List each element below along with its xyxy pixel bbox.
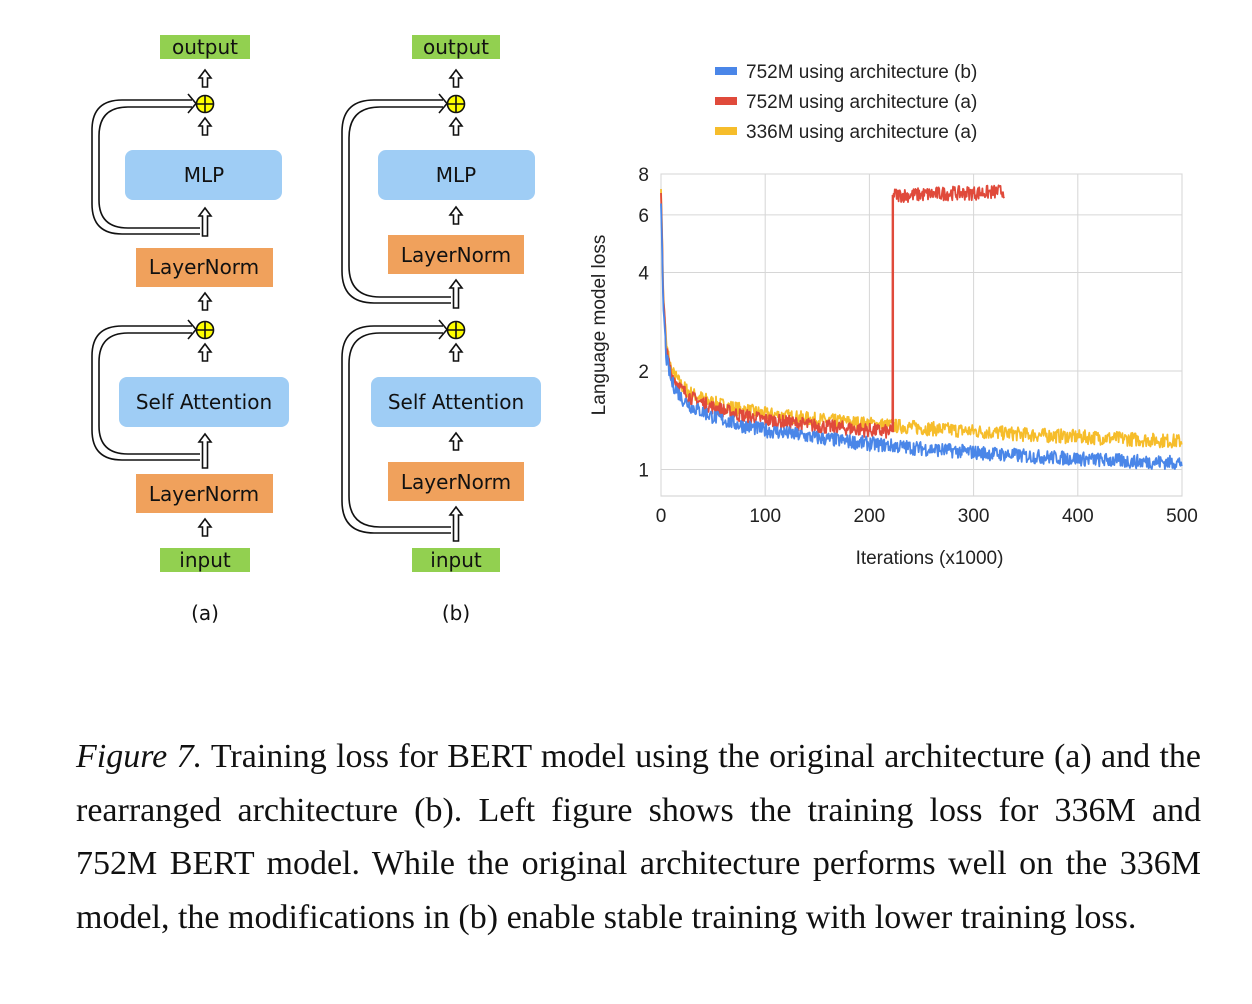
self-attention-label: Self Attention xyxy=(388,390,524,414)
diagram-a: output MLP LayerNorm Self Attention Laye… xyxy=(91,35,289,625)
legend-entry: 336M using architecture (a) xyxy=(746,122,977,143)
x-tick-label: 0 xyxy=(656,506,667,527)
layernorm-top-label: LayerNorm xyxy=(149,255,259,279)
series-line xyxy=(660,203,1183,470)
self-attention-block xyxy=(119,377,289,427)
layernorm-top-label: LayerNorm xyxy=(401,243,511,267)
chart-ticks: 0 100 200 300 400 500 1 2 4 6 8 xyxy=(638,165,1197,527)
up-arrow-icon xyxy=(197,68,213,537)
self-attention-label: Self Attention xyxy=(136,390,272,414)
input-block xyxy=(160,548,250,572)
layernorm-top-block xyxy=(136,248,273,287)
layernorm-bottom-label: LayerNorm xyxy=(401,470,511,494)
legend-swatch xyxy=(715,97,737,105)
y-tick-label: 1 xyxy=(638,461,649,482)
layernorm-top-block xyxy=(388,235,524,274)
legend-swatch xyxy=(715,127,737,135)
caption-text: Training loss for BERT model using the o… xyxy=(76,738,1202,936)
input-label: input xyxy=(430,548,482,572)
x-tick-label: 200 xyxy=(854,506,886,527)
chart-series xyxy=(660,184,1183,470)
diagram-b: output MLP LayerNorm Self Attention Laye… xyxy=(341,35,541,625)
series-line xyxy=(660,188,1183,449)
y-tick-label: 6 xyxy=(638,206,649,227)
y-tick-label: 4 xyxy=(638,264,649,285)
input-label: input xyxy=(179,548,231,572)
x-tick-label: 300 xyxy=(958,506,990,527)
legend-entry: 752M using architecture (a) xyxy=(746,92,977,113)
mlp-block xyxy=(378,150,535,200)
x-axis-label: Iterations (x1000) xyxy=(856,548,1004,569)
output-block xyxy=(160,35,250,59)
residual-connection xyxy=(341,93,451,534)
y-tick-label: 8 xyxy=(638,165,649,186)
series-line xyxy=(660,184,1005,439)
x-tick-label: 400 xyxy=(1062,506,1094,527)
legend-swatch xyxy=(715,67,737,75)
mlp-label: MLP xyxy=(184,163,224,187)
caption-label: Figure 7. xyxy=(76,738,203,775)
residual-connection xyxy=(91,93,200,461)
input-block xyxy=(412,548,500,572)
legend-entry: 752M using architecture (b) xyxy=(746,62,977,83)
sublabel-a: (a) xyxy=(191,601,219,625)
up-arrow-icon xyxy=(448,68,464,542)
loss-chart: 752M using architecture (b) 752M using ar… xyxy=(589,62,1198,569)
add-node-icon xyxy=(446,94,466,114)
x-tick-label: 500 xyxy=(1166,506,1198,527)
y-axis-label: Language model loss xyxy=(589,235,610,416)
chart-legend: 752M using architecture (b) 752M using ar… xyxy=(715,62,977,143)
output-block xyxy=(412,35,500,59)
add-node-icon xyxy=(195,94,215,114)
figure-caption: Figure 7. Training loss for BERT model u… xyxy=(76,730,1201,944)
mlp-block xyxy=(125,150,282,200)
mlp-label: MLP xyxy=(436,163,476,187)
output-label: output xyxy=(423,35,489,59)
x-tick-label: 100 xyxy=(749,506,781,527)
sublabel-b: (b) xyxy=(442,601,470,625)
layernorm-bottom-block xyxy=(136,474,273,513)
layernorm-bottom-label: LayerNorm xyxy=(149,482,259,506)
add-node-icon xyxy=(446,320,466,340)
add-node-icon xyxy=(195,320,215,340)
chart-grid xyxy=(660,173,1183,497)
output-label: output xyxy=(172,35,238,59)
self-attention-block xyxy=(371,377,541,427)
layernorm-bottom-block xyxy=(388,462,524,501)
y-tick-label: 2 xyxy=(638,362,649,383)
